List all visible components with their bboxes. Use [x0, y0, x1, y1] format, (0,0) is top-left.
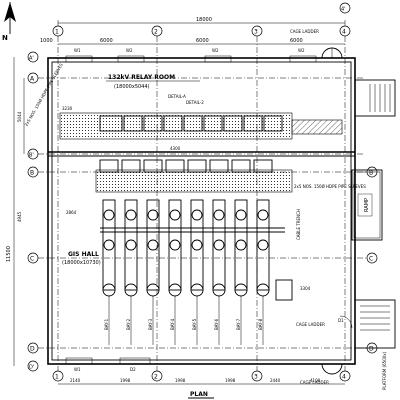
grid-row-d-prime: D' [29, 365, 34, 371]
grid-row-d-right: D [369, 346, 374, 353]
gis-bay-3 [146, 199, 160, 345]
top-dimension: 18000 6000 6000 6000 1000 [40, 17, 346, 45]
gis-bay-5 [190, 199, 204, 345]
gis-right-dim: 3304 [300, 286, 311, 291]
grid-col-1: 1 [55, 29, 59, 36]
grid-col-4-bottom: 4 [342, 374, 346, 381]
relay-trench-dim: 3230 [62, 106, 73, 111]
grid-col-2: 2 [154, 29, 158, 36]
plan-label: PLAN [190, 391, 208, 398]
bottom-dim-1: 2140 [70, 378, 81, 383]
gis-hall-size: (18000x10730) [62, 260, 101, 266]
window-w2-top-a: W2 [126, 48, 133, 53]
cage-ladder-top: CAGE LADDER [290, 29, 343, 59]
feeder-tag-3: BAY-3 [148, 318, 153, 330]
feeder-tag-5: BAY-5 [192, 318, 197, 330]
gis-hall-title: GIS HALL [68, 251, 99, 258]
overall-height-dim: 11500 [6, 246, 12, 262]
feeder-labels: BAY-1 BAY-2 BAY-3 BAY-4 BAY-5 BAY-6 BAY-… [104, 318, 263, 330]
plan-title: PLAN [188, 391, 214, 399]
grid-col-3: 3 [254, 29, 258, 36]
top-left-dim: 1000 [40, 38, 53, 44]
lcc-panels [99, 159, 273, 173]
grid-row-a: A [30, 76, 35, 83]
window-w1-bottom: W1 [74, 367, 81, 372]
bottom-dim-6: 4100 [310, 378, 321, 383]
window-w1-top: W1 [74, 48, 81, 53]
bay-1-dim: 6000 [100, 38, 113, 44]
grid-col-4-prime: 4' [341, 7, 346, 13]
grid-row-c: C [30, 256, 34, 263]
north-arrow-icon: N [2, 2, 16, 42]
grid-col-4: 4 [342, 29, 346, 36]
bottom-right-stair: PLATFORM (6500x) [354, 299, 396, 390]
relay-panels [99, 115, 283, 132]
window-w2-top-c: W2 [298, 48, 305, 53]
bottom-dim-5: 2440 [270, 378, 281, 383]
grid-row-c-right: C [369, 256, 373, 263]
ramp-label: RAMP [364, 198, 370, 212]
grid-row-b-prime: B' [29, 153, 34, 159]
overall-width-dim: 18000 [196, 17, 212, 23]
gis-bay-7 [234, 199, 248, 345]
feeder-tag-1: BAY-1 [104, 318, 109, 330]
feeder-tag-6: BAY-6 [214, 318, 219, 330]
bay-3-dim: 6000 [290, 38, 303, 44]
gis-top-dim: 4300 [170, 146, 181, 151]
gis-bay-4 [168, 199, 182, 345]
north-label: N [2, 34, 8, 42]
windows: W1 W2 W2 W2 W1 [65, 48, 317, 372]
grid-col-1-bottom: 1 [55, 374, 59, 381]
relay-room-title: 132kV RELAY ROOM [108, 74, 175, 81]
bottom-dim-3: 1998 [175, 378, 186, 383]
grid-col-2-bottom: 2 [154, 374, 158, 381]
feeder-tag-4: BAY-4 [170, 318, 175, 330]
grid-row-a-prime: A' [29, 56, 34, 62]
window-w2-top-b: W2 [212, 48, 219, 53]
detail-2-label: DETAIL-2 [186, 100, 204, 105]
gis-left-dim: 2864 [66, 210, 77, 215]
detail-a-label: DETAIL-A [168, 94, 186, 99]
feeder-tag-2: BAY-2 [126, 318, 131, 330]
gis-bays [100, 199, 293, 345]
relay-room-size: (18000x5044) [114, 84, 150, 90]
gis-hall: GIS HALL (18000x10730) 2864 4300 [62, 146, 366, 345]
cage-ladder-bottom-label: CAGE LADDER [296, 322, 325, 327]
gis-hall-dim: 4945 [17, 211, 22, 222]
gis-bay-1 [102, 199, 116, 345]
pipe-sleeves-right: 2x5 NOS. 150Ø HDPE PIPE SLEEVES [294, 184, 366, 189]
building-walls [47, 57, 356, 365]
platform-label: PLATFORM (6500x) [382, 351, 387, 390]
gis-bay-6 [212, 199, 226, 345]
feeder-tag-8: BAY-8 [258, 318, 263, 330]
left-dimensions: 11500 5044 4945 [6, 57, 25, 366]
relay-room-height-dim: 5044 [17, 111, 22, 122]
cage-ladder-top-label: CAGE LADDER [290, 29, 319, 34]
column-grid-bottom: 1 2 3 4 [52, 370, 351, 382]
door-d1: D1 [338, 318, 344, 323]
feeder-tag-7: BAY-7 [236, 318, 241, 330]
bottom-dim-4: 1998 [225, 378, 236, 383]
doors: D1 D2 [119, 315, 353, 372]
cage-ladder-bottom-label-2: CAGE LADDER [300, 380, 329, 385]
grid-row-b: B [30, 170, 34, 177]
top-right-stair [354, 79, 396, 117]
grid-col-3-bottom: 3 [254, 374, 258, 381]
relay-room: 132kV RELAY ROOM (18000x5044) 3230 DETAI… [24, 62, 343, 140]
ramp: RAMP [351, 169, 383, 241]
grid-lines [38, 36, 367, 371]
grid-row-b-right: B [369, 170, 373, 177]
grid-row-d: D [30, 346, 35, 353]
gis-bay-8 [256, 199, 270, 345]
bottom-dimensions: 2140 1998 1998 1998 2440 4100 [58, 378, 345, 385]
cable-trench-label: CABLE TRENCH [296, 209, 301, 240]
bottom-dim-2: 1998 [120, 378, 131, 383]
gis-bay-2 [124, 199, 138, 345]
cage-ladder-bottom: CAGE LADDER CAGE LADDER [296, 322, 343, 385]
door-d2: D2 [130, 367, 136, 372]
bay-2-dim: 6000 [196, 38, 209, 44]
